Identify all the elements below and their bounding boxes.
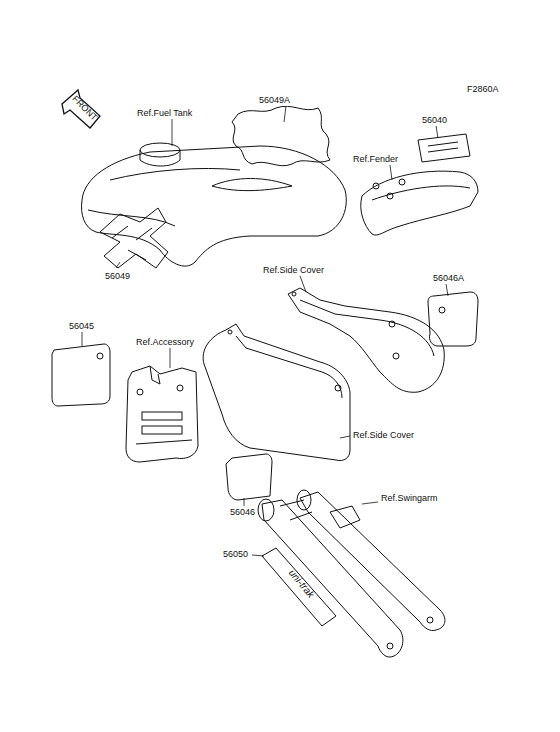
tank-decal	[232, 106, 330, 165]
reference-label: Ref.Side Cover	[352, 430, 415, 441]
decal-hole	[439, 307, 445, 313]
decal-text: uni-trak	[286, 566, 317, 600]
leader-line	[82, 106, 448, 556]
kx-decal	[100, 208, 168, 268]
swingarm	[258, 490, 445, 657]
fuel-tank	[82, 143, 347, 266]
callout-number: 56046	[229, 507, 256, 518]
side-cover	[203, 324, 350, 461]
callout-number: 56049	[104, 271, 131, 282]
figure-number: F2860A	[466, 84, 500, 95]
reference-label: Ref.Fuel Tank	[136, 108, 193, 119]
info-label	[418, 134, 470, 162]
decal-hole	[97, 353, 103, 359]
number-plate	[126, 366, 198, 462]
front-indicator: FRONT	[69, 93, 100, 124]
side-decal	[428, 292, 478, 346]
callout-number: 56050	[222, 549, 249, 560]
reference-label: Ref.Accessory	[135, 337, 195, 348]
callout-number: 56046A	[432, 273, 465, 284]
reference-label: Ref.Side Cover	[262, 265, 325, 276]
rear-fender	[361, 171, 478, 235]
plate-decal	[52, 344, 110, 406]
front-arrow	[62, 90, 100, 128]
side-decal	[226, 454, 272, 500]
reference-label: Ref.Fender	[352, 154, 399, 165]
side-cover	[288, 288, 444, 392]
swingarm-decal	[262, 548, 336, 626]
callout-number: 56049A	[258, 95, 291, 106]
callout-number: 56040	[421, 115, 448, 126]
reference-label: Ref.Swingarm	[380, 493, 439, 504]
callout-number: 56045	[68, 321, 95, 332]
